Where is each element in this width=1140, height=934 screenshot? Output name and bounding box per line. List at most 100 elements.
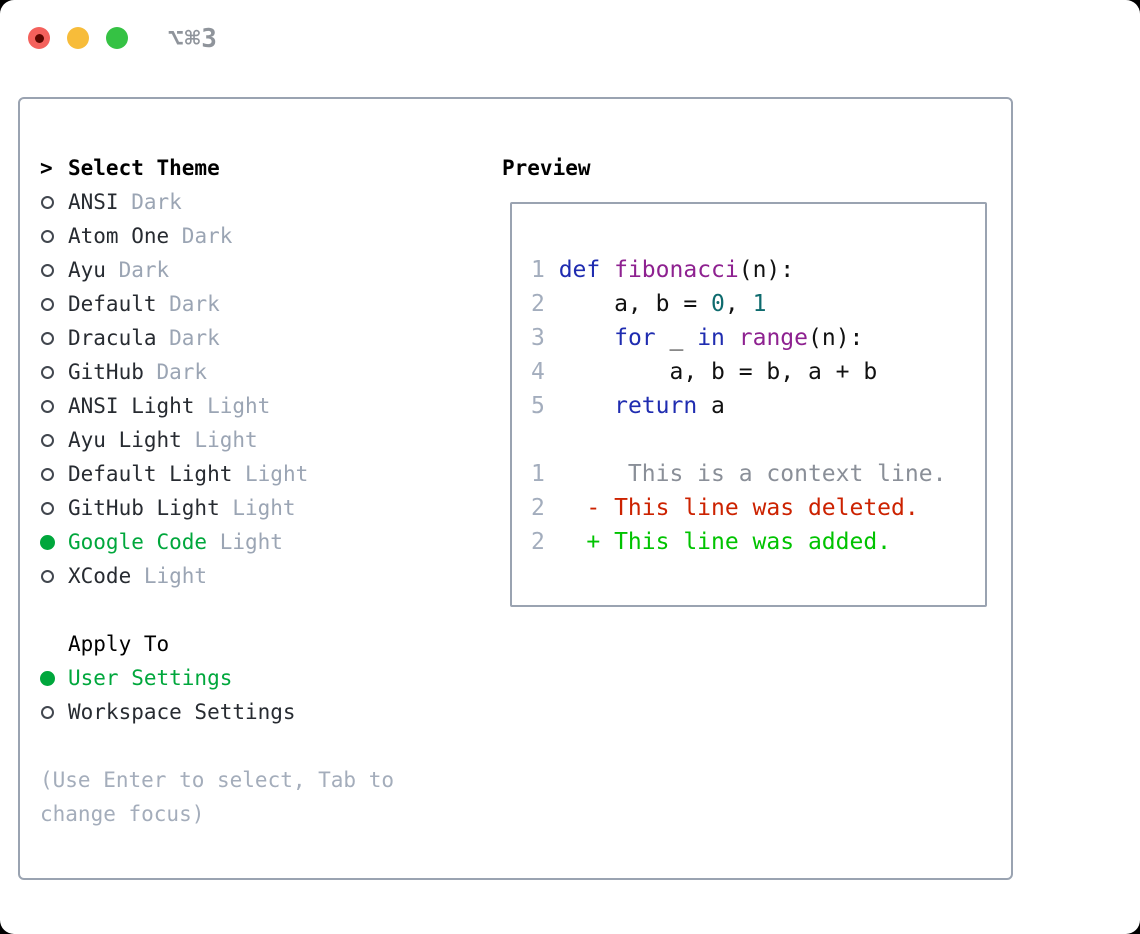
hint-text: (Use Enter to select, Tab to change focus… — [40, 763, 500, 831]
line-number: 2 — [531, 529, 545, 555]
theme-option-label: Ayu — [68, 258, 106, 282]
code-segment: return — [614, 393, 698, 419]
theme-option[interactable]: Google Code Light — [40, 525, 500, 559]
hint-line: (Use Enter to select, Tab to — [40, 768, 395, 792]
apply-to-option-label: User Settings — [68, 666, 233, 690]
radio-icon — [41, 399, 54, 413]
theme-option[interactable]: ANSI Light Light — [40, 389, 500, 423]
apply-to-title: Apply To — [68, 632, 170, 656]
apply-to-option-label: Workspace Settings — [68, 700, 296, 724]
close-dot-icon — [34, 33, 44, 43]
code-segment: for — [614, 325, 656, 351]
theme-option-label: ANSI — [68, 190, 119, 214]
theme-option-label: ANSI Light — [68, 394, 195, 418]
minimize-button[interactable] — [67, 27, 89, 49]
theme-option[interactable]: ANSI Dark — [40, 185, 500, 219]
theme-variant-label: Dark — [156, 360, 208, 384]
radio-selected-icon — [40, 670, 55, 686]
theme-option[interactable]: Ayu Dark — [40, 253, 500, 287]
code-segment: (n): — [808, 325, 864, 351]
code-segment: + This line was added. — [544, 529, 892, 555]
theme-variant-label: Light — [194, 428, 258, 452]
radio-icon — [41, 331, 54, 345]
code-line: 4 a, b = b, a + b — [531, 355, 985, 389]
line-number: 5 — [531, 393, 545, 419]
hint-line: change focus) — [40, 802, 205, 826]
theme-variant-label: Light — [207, 394, 271, 418]
radio-icon — [41, 229, 54, 243]
theme-option[interactable]: GitHub Light Light — [40, 491, 500, 525]
theme-option-label: Dracula — [68, 326, 157, 350]
code-segment: def — [558, 257, 601, 283]
theme-variant-label: Light — [219, 530, 283, 554]
apply-to-header: Apply To — [40, 627, 500, 661]
code-segment: 0 — [711, 291, 725, 317]
code-segment — [600, 257, 614, 283]
line-number: 2 — [531, 291, 545, 317]
code-line: 2 + This line was added. — [531, 525, 985, 559]
theme-option-label: Default — [68, 292, 157, 316]
apply-to-option[interactable]: Workspace Settings — [40, 695, 500, 729]
radio-icon — [41, 195, 54, 209]
code-line: 2 a, b = 0, 1 — [531, 287, 985, 321]
code-segment: _ — [655, 325, 698, 351]
radio-icon — [41, 705, 54, 719]
code-segment: in — [697, 325, 725, 351]
theme-variant-label: Light — [143, 564, 208, 588]
code-line — [531, 423, 985, 457]
apply-to-option[interactable]: User Settings — [40, 661, 500, 695]
radio-icon — [41, 263, 54, 277]
code-segment — [545, 257, 559, 283]
code-line: 1 This is a context line. — [531, 457, 985, 491]
theme-option[interactable]: Ayu Light Light — [40, 423, 500, 457]
radio-icon — [41, 569, 54, 583]
titlebar: ⌥⌘3 — [0, 0, 1140, 70]
theme-option-label: Default Light — [68, 462, 233, 486]
select-theme-title: Select Theme — [68, 156, 220, 180]
window-title: ⌥⌘3 — [168, 24, 218, 54]
radio-icon — [41, 297, 54, 311]
radio-icon — [41, 433, 54, 447]
line-number: 4 — [531, 359, 545, 385]
line-number: 3 — [531, 325, 545, 351]
code-segment — [545, 325, 614, 351]
code-segment: 1 — [752, 291, 767, 317]
theme-option[interactable]: GitHub Dark — [40, 355, 500, 389]
radio-icon — [41, 467, 54, 481]
line-number: 1 — [531, 461, 545, 487]
code-segment: This is a context line. — [544, 461, 947, 487]
theme-variant-label: Light — [232, 496, 296, 520]
code-line: 1 def fibonacci(n): — [531, 253, 985, 287]
theme-option-label: Atom One — [68, 224, 170, 248]
theme-variant-label: Dark — [131, 190, 182, 214]
close-button[interactable] — [28, 27, 50, 49]
theme-option-label: Ayu Light — [68, 428, 182, 452]
code-segment: , — [724, 291, 753, 317]
code-segment: (n): — [738, 257, 795, 283]
code-line: 5 return a — [531, 389, 985, 423]
theme-option-label: Google Code — [68, 530, 208, 554]
line-number: 1 — [531, 257, 545, 283]
theme-option-label: GitHub Light — [68, 496, 220, 520]
select-theme-header: > Select Theme — [40, 151, 500, 185]
zoom-button[interactable] — [106, 27, 128, 49]
theme-variant-label: Dark — [118, 258, 170, 282]
code-segment — [545, 393, 614, 419]
focus-cursor-icon: > — [40, 156, 53, 180]
radio-icon — [41, 501, 54, 515]
code-segment: a — [697, 393, 725, 419]
code-line: 2 - This line was deleted. — [531, 491, 985, 525]
theme-option-label: GitHub — [68, 360, 144, 384]
code-line: 3 for _ in range(n): — [531, 321, 985, 355]
